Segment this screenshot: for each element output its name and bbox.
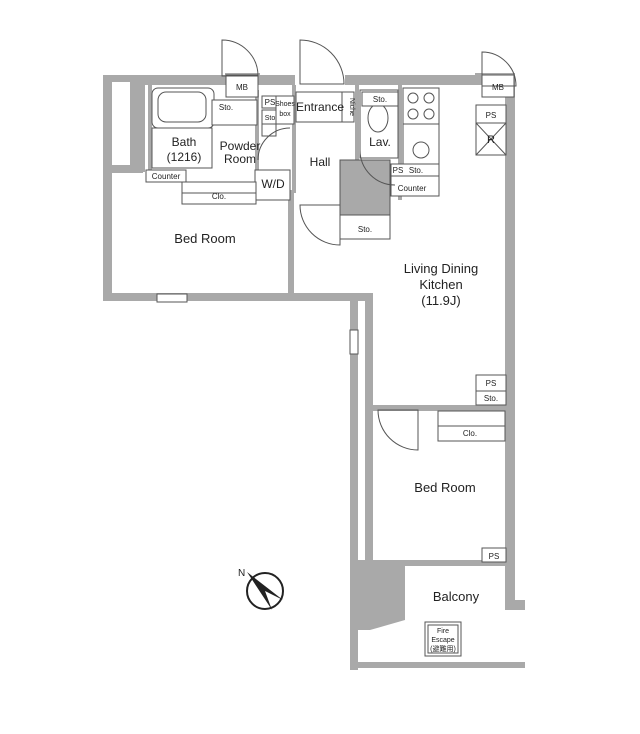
fire-escape-label-3: (避難用) <box>430 644 456 653</box>
ps-kitchen-label: PS <box>393 166 404 175</box>
ldk-label-2: Kitchen <box>419 277 462 292</box>
shoes-box-label-2: box <box>279 111 291 118</box>
bedroom2-label: Bed Room <box>414 480 475 495</box>
hall-label: Hall <box>310 155 331 169</box>
powder-room-label-2: Room <box>224 152 256 166</box>
counter-bath-label: Counter <box>152 172 181 181</box>
wd-label: W/D <box>261 177 285 191</box>
balcony-label: Balcony <box>433 589 480 604</box>
bath-label: Bath <box>172 135 197 149</box>
mb-right-label: MB <box>492 83 504 92</box>
sto-lav-label: Sto. <box>373 95 387 104</box>
labels: MB MB PS Sto. Sto Shoes box Entrance Nic… <box>152 83 504 653</box>
fire-escape-label-1: Fire <box>437 628 449 635</box>
bath-size-label: (1216) <box>167 150 202 164</box>
ldk-label-1: Living Dining <box>404 261 478 276</box>
sto-small-label: Sto <box>265 115 276 122</box>
niche-label: Niche <box>348 98 355 116</box>
ps-mid-label: PS <box>486 379 497 388</box>
lav-label: Lav. <box>369 135 391 149</box>
shoes-box-label-1: Shoes <box>275 101 295 108</box>
bath-floor <box>151 127 213 169</box>
compass-arrow-icon: N <box>238 568 284 610</box>
ps-bottom-label: PS <box>489 552 500 561</box>
walls <box>103 73 525 670</box>
bath-sto-box <box>211 99 258 126</box>
counter-kitchen-label: Counter <box>398 184 427 193</box>
washer-dryer <box>254 169 291 201</box>
ps-top-right-label: PS <box>486 111 497 120</box>
fire-escape-label-2: Escape <box>431 637 454 644</box>
refrigerator-label: R <box>487 134 495 146</box>
kitchen-sink <box>402 123 440 165</box>
kitchen-counter <box>390 175 440 197</box>
sto-bath-label: Sto. <box>219 103 233 112</box>
ps-entry-label: PS <box>265 98 276 107</box>
ldk-size-label: (11.9J) <box>421 293 461 308</box>
sto-kitchen-label: Sto. <box>409 166 423 175</box>
sto-mid-label: Sto. <box>484 394 498 403</box>
sto-hall-label: Sto. <box>358 225 372 234</box>
bedroom1-label: Bed Room <box>174 231 235 246</box>
doors <box>156 39 517 451</box>
compass-label: N <box>238 568 245 579</box>
closet-bed2-label: Clo. <box>463 429 477 438</box>
powder-room-label-1: Powder <box>220 139 261 153</box>
fire-escape-hatch <box>424 621 462 657</box>
closet-bed1-label: Clo. <box>212 192 226 201</box>
cooktop <box>402 87 440 125</box>
meter-box-left <box>225 74 259 98</box>
fixtures <box>145 74 515 657</box>
entrance-label: Entrance <box>296 100 344 114</box>
mb-left-label: MB <box>236 83 248 92</box>
